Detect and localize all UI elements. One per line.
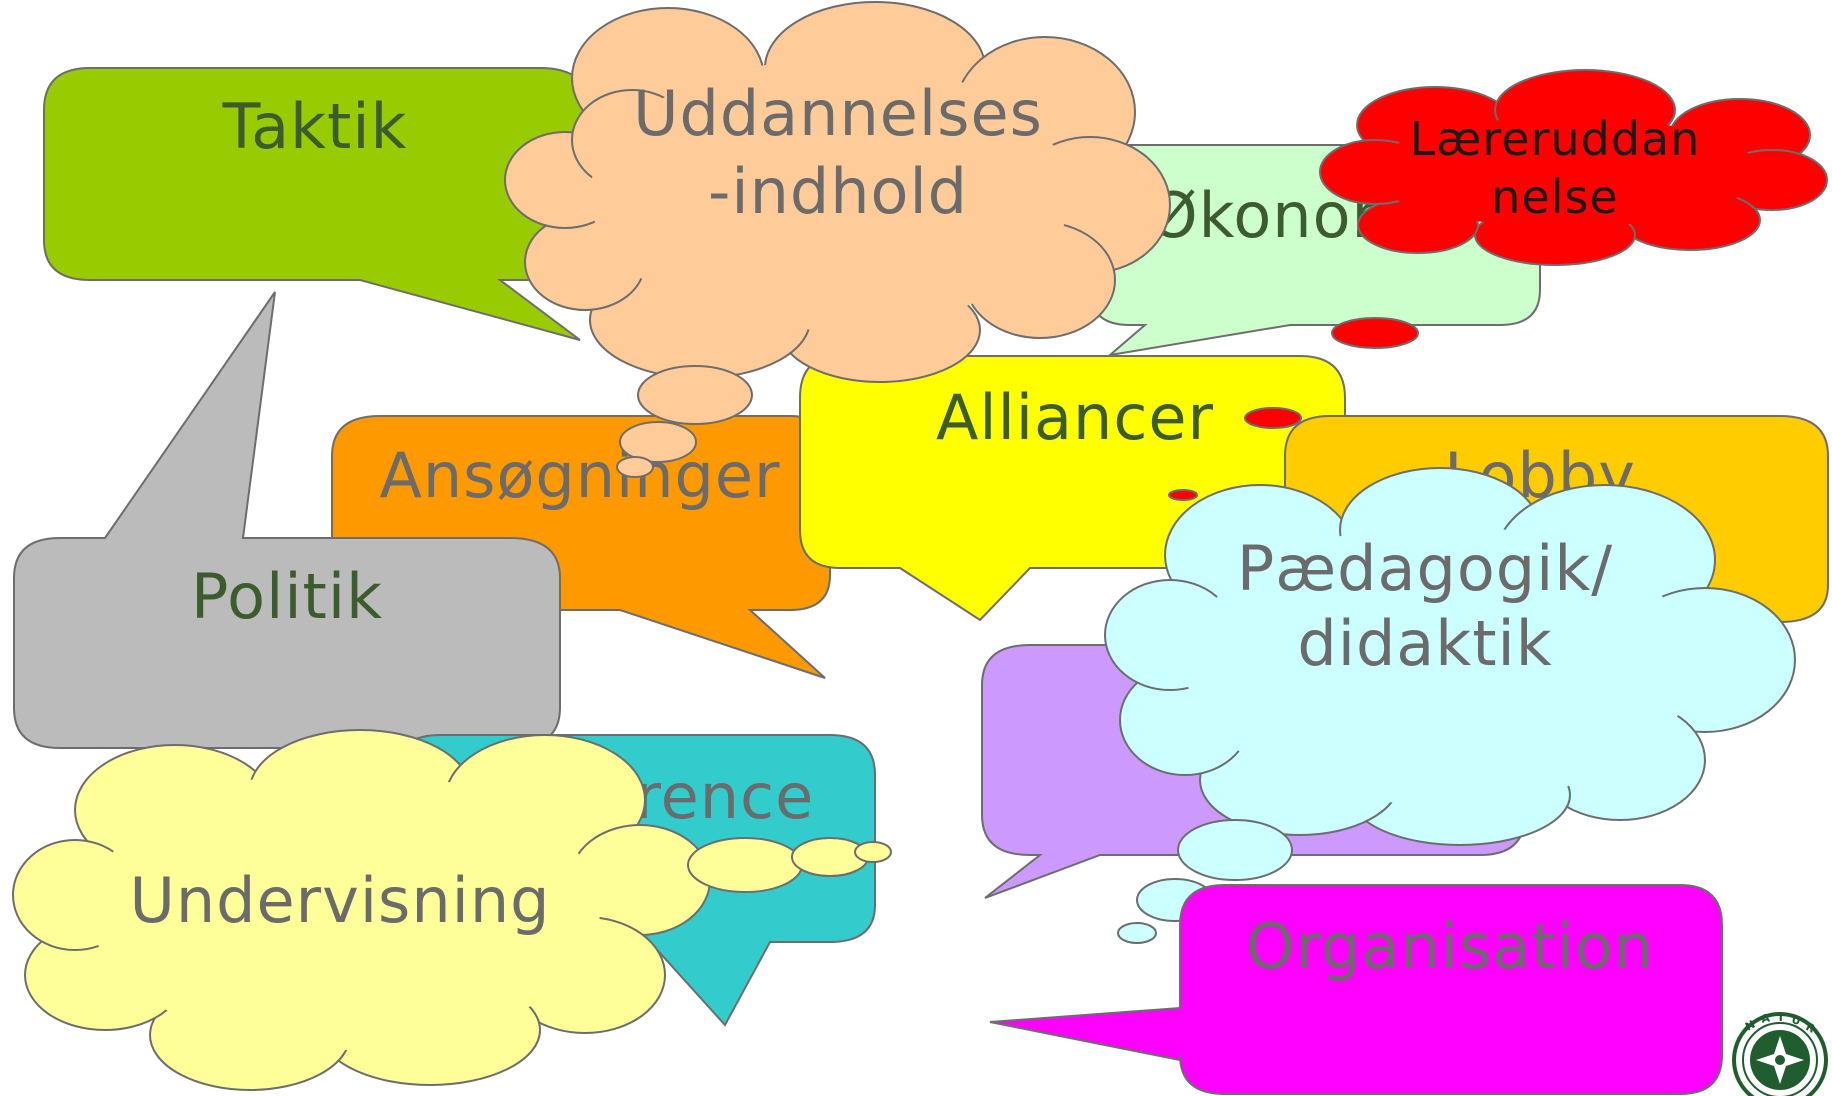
svg-text:T: T — [1777, 1011, 1785, 1024]
thought-bubble-cyan-1 — [1177, 819, 1293, 881]
thought-bubble-small-2 — [619, 421, 697, 463]
thought-cloud-undervisning-label: Undervisning — [129, 864, 550, 937]
speech-bubble-ansogninger-label: Ansøgninger — [379, 439, 780, 512]
thought-bubble-yellow-1 — [687, 837, 803, 893]
thought-bubble-small-3 — [616, 456, 654, 478]
speech-bubble-organisation: Organisation — [989, 884, 1723, 1095]
thought-cloud-uddannelses: Uddannelses -indhold — [504, 1, 1171, 478]
speech-bubble-politik-label: Politik — [191, 560, 383, 633]
thought-bubble-red-1 — [1331, 317, 1419, 349]
speech-bubble-politik: Politik — [13, 291, 561, 749]
thought-cloud-uddannelses-line2: -indhold — [708, 155, 968, 228]
thought-bubble-cyan-3 — [1117, 922, 1157, 944]
thought-cloud-undervisning: Undervisning — [12, 729, 892, 1091]
speech-bubble-alliancer-label: Alliancer — [936, 381, 1214, 454]
university-seal-logo: N A T U R — [1732, 1011, 1828, 1096]
thought-bubble-red-2 — [1244, 407, 1302, 429]
thought-cloud-uddannelses-line1: Uddannelses — [633, 77, 1043, 150]
svg-text:A: A — [1760, 1011, 1772, 1026]
thought-bubble-yellow-3 — [854, 841, 892, 863]
thought-bubble-red-3 — [1168, 489, 1198, 501]
thought-cloud-paedagogik: Pædagogik/ didaktik — [1104, 467, 1796, 944]
speech-bubble-organisation-shape — [989, 884, 1723, 1095]
thought-cloud-laereruddannelse-line2: nelse — [1491, 170, 1619, 224]
speech-bubble-taktik-label: Taktik — [222, 90, 408, 163]
thought-cloud-laereruddannelse-line1: Læreruddan — [1410, 112, 1701, 166]
thought-cloud-laereruddannelse: Læreruddan nelse — [1168, 69, 1828, 501]
thought-bubble-small-1 — [637, 365, 753, 425]
svg-text:U: U — [1790, 1013, 1801, 1028]
thought-cloud-paedagogik-line1: Pædagogik/ — [1237, 532, 1613, 605]
speech-bubble-ansogninger: Ansøgninger — [331, 415, 831, 679]
speech-bubble-organisation-label: Organisation — [1246, 910, 1654, 983]
speech-bubble-taktik: Taktik — [43, 67, 591, 341]
thought-cloud-paedagogik-line2: didaktik — [1297, 607, 1552, 680]
